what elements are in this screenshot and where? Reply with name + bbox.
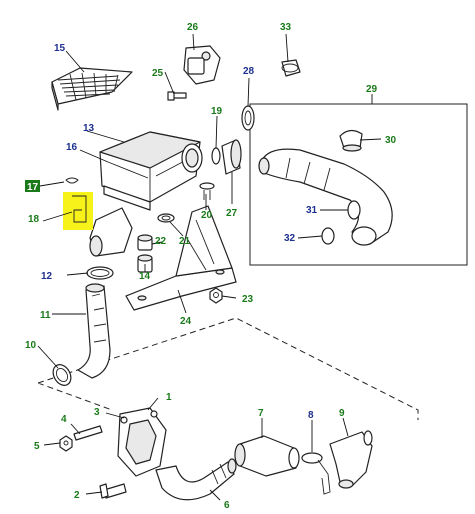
clip-8[interactable]: [301, 452, 331, 495]
intake-hose[interactable]: [77, 283, 111, 379]
clamp-32[interactable]: [321, 227, 335, 245]
callout-23[interactable]: 23: [242, 294, 254, 305]
callout-10[interactable]: 10: [25, 340, 37, 351]
callout-8[interactable]: 8: [308, 410, 314, 421]
grommet-20[interactable]: [199, 182, 215, 200]
callout-29[interactable]: 29: [366, 84, 378, 95]
callout-11[interactable]: 11: [40, 310, 51, 321]
clip-highlight: [63, 192, 93, 230]
callout-30[interactable]: 30: [385, 135, 397, 146]
callout-33[interactable]: 33: [280, 22, 292, 33]
hose-detail-inset: [249, 103, 468, 266]
callout-17[interactable]: 17: [27, 182, 39, 193]
callout-28[interactable]: 28: [243, 66, 255, 77]
bolt-25[interactable]: [167, 91, 187, 101]
callouts: 15 13 16 17 18 12 11 10 25 26 33 28 19 2…: [25, 22, 397, 511]
callout-27[interactable]: 27: [226, 208, 238, 219]
bolt-4[interactable]: [73, 425, 103, 441]
callout-6[interactable]: 6: [224, 500, 230, 511]
callout-22[interactable]: 22: [155, 236, 167, 247]
mounting-bracket[interactable]: [125, 205, 237, 311]
hose-clamp-12[interactable]: [86, 266, 114, 280]
callout-25[interactable]: 25: [152, 68, 164, 79]
hose-29[interactable]: [258, 148, 393, 246]
callout-7[interactable]: 7: [258, 408, 264, 419]
seal-21[interactable]: [157, 213, 175, 223]
callout-3[interactable]: 3: [94, 407, 100, 418]
cap-30[interactable]: [339, 129, 363, 152]
callout-26[interactable]: 26: [187, 22, 199, 33]
hose-clamp-10[interactable]: [50, 361, 75, 388]
callout-31[interactable]: 31: [306, 205, 318, 216]
nut-5[interactable]: [59, 435, 73, 452]
air-filter-element[interactable]: [51, 67, 133, 111]
callout-2[interactable]: 2: [74, 490, 80, 501]
callout-16[interactable]: 16: [66, 142, 78, 153]
hose-7[interactable]: [234, 435, 300, 477]
nut-23[interactable]: [209, 287, 223, 304]
mounting-rubber-14[interactable]: [137, 254, 153, 273]
airflow-sensor[interactable]: [183, 45, 221, 85]
callout-18[interactable]: 18: [28, 214, 40, 225]
callout-20[interactable]: 20: [201, 210, 213, 221]
o-ring-19[interactable]: [211, 147, 221, 165]
clip-33[interactable]: [281, 59, 301, 77]
callout-15[interactable]: 15: [54, 43, 66, 54]
retaining-clip[interactable]: [72, 195, 87, 223]
air-cleaner-housing[interactable]: [89, 131, 203, 257]
callout-19[interactable]: 19: [211, 106, 223, 117]
callout-1[interactable]: 1: [166, 392, 172, 403]
callout-12[interactable]: 12: [41, 271, 53, 282]
callout-17-box: [25, 180, 40, 192]
lower-assembly-dashed-boundary: [37, 317, 419, 420]
bolt-2[interactable]: [99, 483, 127, 499]
callout-14[interactable]: 14: [139, 271, 151, 282]
leader-lines: [37, 33, 382, 501]
callout-21[interactable]: 21: [179, 236, 191, 247]
hose-6[interactable]: [155, 458, 237, 501]
callout-4[interactable]: 4: [61, 414, 67, 425]
callout-32[interactable]: 32: [284, 233, 296, 244]
callout-5[interactable]: 5: [34, 441, 40, 452]
adapter-1[interactable]: [117, 407, 167, 477]
duct-27[interactable]: [221, 139, 242, 175]
callout-24[interactable]: 24: [180, 316, 192, 327]
callout-9[interactable]: 9: [339, 408, 345, 419]
tee-piece-9[interactable]: [329, 430, 373, 489]
clamp-31[interactable]: [347, 200, 361, 220]
callout-13[interactable]: 13: [83, 123, 95, 134]
mounting-rubber-22[interactable]: [137, 234, 153, 251]
hose-clamp-28[interactable]: [241, 105, 255, 131]
